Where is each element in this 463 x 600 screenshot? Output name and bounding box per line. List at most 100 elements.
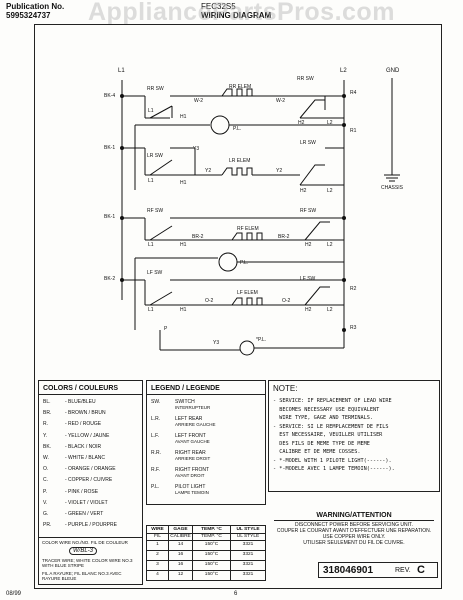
wire-row-cell: 12 xyxy=(169,570,193,580)
warning-title: WARNING/ATTENTION xyxy=(316,512,392,519)
warning-line: USE COPPER WIRE ONLY. xyxy=(322,534,386,540)
lr-elem-label: LR ELEM xyxy=(229,158,251,164)
color-row: G. - GREEN / VERT xyxy=(43,511,103,517)
terminal-r4: R4 xyxy=(350,90,357,96)
legend-fr: ARRIERE DROIT xyxy=(175,456,211,461)
pl-star-label: *P.L. xyxy=(256,337,267,343)
wire-row-cell: 2 xyxy=(147,550,169,560)
rf-sw2-label: RF SW xyxy=(300,208,317,214)
color-code: G. xyxy=(43,511,49,517)
legend-code: L.F. xyxy=(151,433,160,439)
wire-header-cell: WIRE xyxy=(147,526,169,533)
pl-label-1: P.L. xyxy=(233,126,242,132)
color-row: BK.- BLACK / NOIR xyxy=(43,444,101,450)
pl-label-2: P.L. xyxy=(240,260,249,266)
tracer-note-en: TRACER WIRE; WHITE COLOR WIRE NO.3 WITH … xyxy=(42,558,133,568)
colors-divider xyxy=(39,394,142,395)
rr-wire-right: W-2 xyxy=(276,98,286,104)
wire-subheader-line xyxy=(147,540,265,541)
p-label: P xyxy=(164,326,168,332)
color-code: BR. xyxy=(43,410,52,417)
note-panel: NOTE: - SERVICE: IF REPLACEMENT OF LEAD … xyxy=(268,380,440,492)
rf-sw-label: RF SW xyxy=(147,208,164,214)
lf-sw-label: LF SW xyxy=(147,270,163,276)
rr-h1: H1 xyxy=(180,114,187,120)
legend-code: P.L. xyxy=(151,484,160,490)
wire-row-cell: 1 xyxy=(147,540,169,550)
note-lines: - SERVICE: IF REPLACEMENT OF LEAD WIRE B… xyxy=(273,397,395,474)
legend-code: L.R. xyxy=(151,416,161,422)
terminal-bk4: BK-4 xyxy=(104,93,116,99)
color-name: - BLACK / NOIR xyxy=(65,443,102,450)
terminal-bk1-b: BK-1 xyxy=(104,214,116,220)
lr-y3: Y3 xyxy=(193,146,200,152)
footer-page: 6 xyxy=(234,591,238,597)
publication-label: Publication No. xyxy=(6,2,65,11)
color-row: C.- COPPER / CUIVRE xyxy=(43,477,112,483)
rev-label: REV. xyxy=(395,567,411,574)
legend-en: PILOT LIGHT xyxy=(175,484,206,490)
color-name: - BROWN / BRUN xyxy=(65,410,106,417)
legend-fr: AVANT DROIT xyxy=(175,473,205,478)
lf-wire-left: O-2 xyxy=(205,298,214,304)
wire-row-cell: 150°C xyxy=(193,560,231,570)
wire-row-cell: 3321 xyxy=(242,562,254,567)
color-name: - VIOLET / VIOLET xyxy=(65,499,108,506)
color-code: PR. xyxy=(43,522,52,529)
rr-sw-label: RR SW xyxy=(147,86,164,92)
y3-label: Y3 xyxy=(213,340,220,346)
lr-sw-label: LR SW xyxy=(147,153,163,159)
color-code: C. xyxy=(43,477,48,484)
lr-wire-left: Y2 xyxy=(205,168,212,174)
note-line: BECOMES NECESSARY USE EQUIVALENT xyxy=(273,406,380,413)
note-line: EST NECESSAIRE, VEUILLER UTILISER xyxy=(273,432,383,438)
warning-divider xyxy=(274,520,434,521)
colors-title: COLORS / COULEURS xyxy=(43,385,119,392)
warning-line: DISCONNECT POWER BEFORE SERVICING UNIT. xyxy=(295,522,413,528)
color-name: - YELLOW / JAUNE xyxy=(65,432,110,439)
warning-line: COUPER LE COURANT AVANT D'EFFECTUER UNE … xyxy=(276,528,432,534)
legend-fr: AVANT GAUCHE xyxy=(175,439,210,444)
color-name: - PINK / ROSE xyxy=(65,488,99,495)
rf-wire-left: BR-2 xyxy=(192,234,204,240)
legend-fr: INTERRUPTEUR xyxy=(175,405,211,410)
legend-en: RIGHT FRONT xyxy=(175,467,210,473)
color-row: V.- VIOLET / VIOLET xyxy=(43,500,108,506)
wire-row-cell: 4 xyxy=(147,570,169,580)
color-name: - ORANGE / ORANGE xyxy=(65,466,116,473)
wire-header-cell: GAGE xyxy=(169,526,193,533)
wire-row-cell: 16 xyxy=(169,560,193,570)
color-name: - GREEN / VERT xyxy=(65,511,104,517)
note-line: DES FILS DE MEME TYPE DE MEME xyxy=(273,440,370,447)
terminal-bk2: BK-2 xyxy=(104,276,116,282)
legend-en: LEFT FRONT xyxy=(175,433,206,439)
wire-row-line xyxy=(147,580,265,581)
l2-label: L2 xyxy=(340,68,347,74)
color-name: - RED / ROUGE xyxy=(65,421,102,428)
rf-l2: L2 xyxy=(327,242,333,248)
rr-elem-label: RR ELEM xyxy=(229,84,252,90)
lr-l2: L2 xyxy=(327,188,333,194)
color-name: - BLUE/BLEU xyxy=(65,399,96,405)
warning-lines: DISCONNECT POWER BEFORE SERVICING UNIT.C… xyxy=(268,522,440,546)
rf-elem-label: RF ELEM xyxy=(237,226,259,232)
warning-line: UTILISER SEULEMENT DU FIL DE CUIVRE. xyxy=(303,540,405,546)
lf-h1: H1 xyxy=(180,307,187,313)
legend-en: SWITCH xyxy=(175,399,195,405)
rf-l1: L1 xyxy=(148,242,154,248)
color-row: W.- WHITE / BLANC xyxy=(43,455,105,461)
color-example-label: COLOR WIRE NO./NO. FIL DE COULEUR xyxy=(42,540,128,545)
color-example-code: W/BL-3 xyxy=(69,547,98,555)
wire-row-cell: 150°C xyxy=(193,570,231,580)
wire-subheader-cell: UL STYLE xyxy=(236,534,260,539)
warning-panel: WARNING/ATTENTION DISCONNECT POWER BEFOR… xyxy=(268,512,440,546)
watermark: AppliancePartsPros.com xyxy=(88,0,395,26)
wire-row-cell: 16 xyxy=(169,550,193,560)
note-line: - *-MODELE AVEC 1 LAMPE TEMOIN(------). xyxy=(273,466,395,472)
